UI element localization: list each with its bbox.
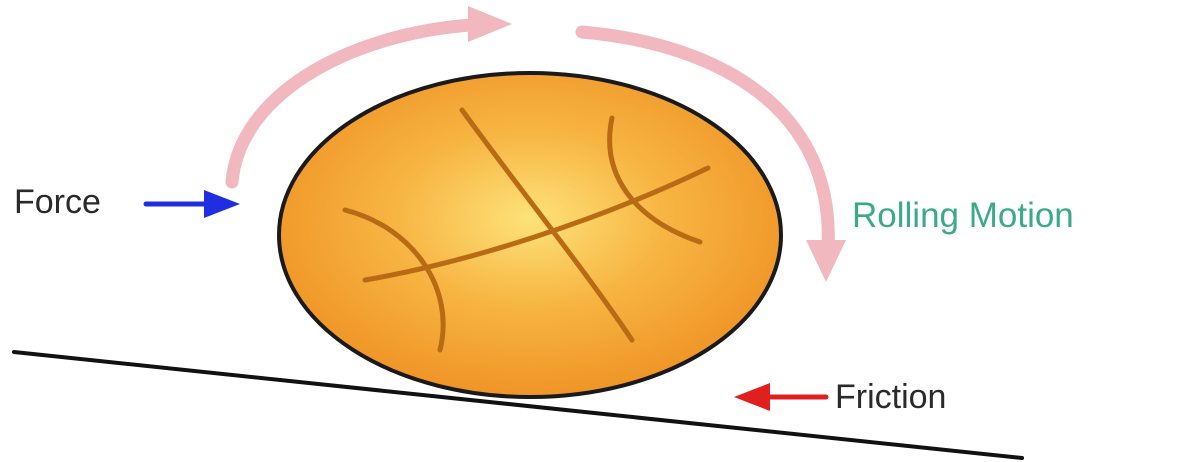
ball [279,73,781,397]
rotation-arrow-right-head [806,240,846,282]
ball-body [279,73,781,397]
friction-label: Friction [835,377,946,417]
rolling-motion-label: Rolling Motion [852,196,1074,236]
arrow-left-icon [734,383,826,411]
arrow-right-icon [146,190,240,218]
rotation-arrow-left-head [468,6,512,42]
force-label: Force [14,182,101,222]
